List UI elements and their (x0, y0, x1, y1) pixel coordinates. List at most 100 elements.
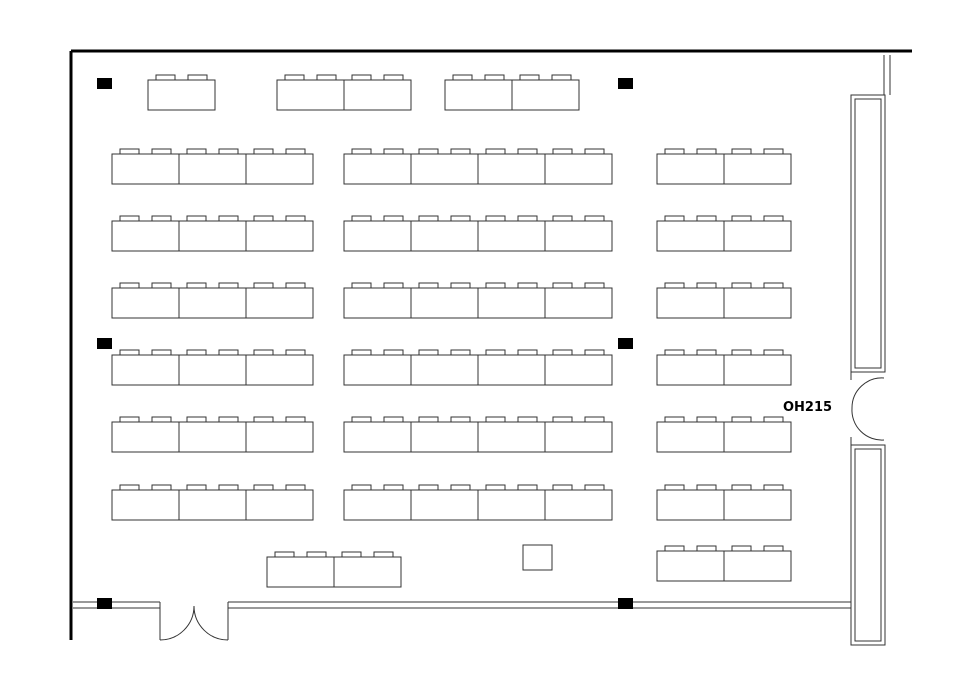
table-group (444, 74, 580, 111)
table-group (111, 349, 314, 386)
table (544, 153, 613, 185)
chair (517, 416, 538, 423)
chair (551, 74, 572, 81)
floor-fixture (522, 544, 553, 571)
chair (418, 416, 439, 423)
chair (552, 282, 573, 289)
table (477, 287, 546, 319)
chair (485, 416, 506, 423)
chair (186, 282, 207, 289)
chair (383, 349, 404, 356)
table (410, 220, 479, 252)
table (245, 220, 314, 252)
table (477, 153, 546, 185)
walls (69, 49, 912, 640)
chair (218, 484, 239, 491)
table (343, 354, 412, 386)
table (477, 220, 546, 252)
chair (186, 215, 207, 222)
chair (485, 215, 506, 222)
chair (351, 416, 372, 423)
chair (763, 148, 784, 155)
table (178, 220, 247, 252)
window-lower (850, 444, 886, 646)
chair (763, 545, 784, 552)
chair (151, 148, 172, 155)
chair (351, 349, 372, 356)
chair (584, 484, 605, 491)
table-group (656, 148, 792, 185)
table (111, 489, 180, 521)
table (656, 153, 725, 185)
chair (218, 349, 239, 356)
chair (119, 484, 140, 491)
chair (151, 215, 172, 222)
table (343, 153, 412, 185)
chair (155, 74, 176, 81)
chair (584, 282, 605, 289)
table (477, 421, 546, 453)
columns (97, 78, 633, 609)
table (444, 79, 513, 111)
bottom-wall (73, 601, 851, 640)
table (544, 421, 613, 453)
column (618, 338, 633, 349)
table (343, 421, 412, 453)
chair (119, 148, 140, 155)
chair (552, 349, 573, 356)
chair (450, 416, 471, 423)
table (544, 354, 613, 386)
chair (418, 282, 439, 289)
chair (731, 282, 752, 289)
table (410, 421, 479, 453)
table (410, 354, 479, 386)
chair (186, 416, 207, 423)
chair (731, 545, 752, 552)
table (333, 556, 402, 588)
chair (763, 215, 784, 222)
table (656, 220, 725, 252)
column (97, 338, 112, 349)
table (343, 220, 412, 252)
chair (485, 349, 506, 356)
chair (253, 282, 274, 289)
table-group (656, 282, 792, 319)
chair (218, 416, 239, 423)
table-group (343, 215, 613, 252)
chair (664, 545, 685, 552)
column (618, 78, 633, 89)
tables (111, 74, 792, 588)
table (245, 421, 314, 453)
chair (731, 215, 752, 222)
chair (351, 282, 372, 289)
chair (383, 416, 404, 423)
chair (485, 484, 506, 491)
chair (285, 416, 306, 423)
table (178, 354, 247, 386)
table-group (111, 416, 314, 453)
table-group (656, 545, 792, 582)
table-group (147, 74, 216, 111)
table (343, 489, 412, 521)
chair (383, 282, 404, 289)
table (343, 287, 412, 319)
chair (119, 282, 140, 289)
table-group (266, 551, 402, 588)
column (618, 598, 633, 609)
chair (664, 215, 685, 222)
column (97, 78, 112, 89)
chair (552, 215, 573, 222)
table (544, 287, 613, 319)
table-group (656, 215, 792, 252)
chair (584, 148, 605, 155)
table-group (343, 416, 613, 453)
chair (731, 349, 752, 356)
chair (552, 484, 573, 491)
chair (151, 349, 172, 356)
table-group (343, 282, 613, 319)
chair (664, 282, 685, 289)
right-door (851, 377, 885, 441)
chair (383, 148, 404, 155)
table (477, 489, 546, 521)
